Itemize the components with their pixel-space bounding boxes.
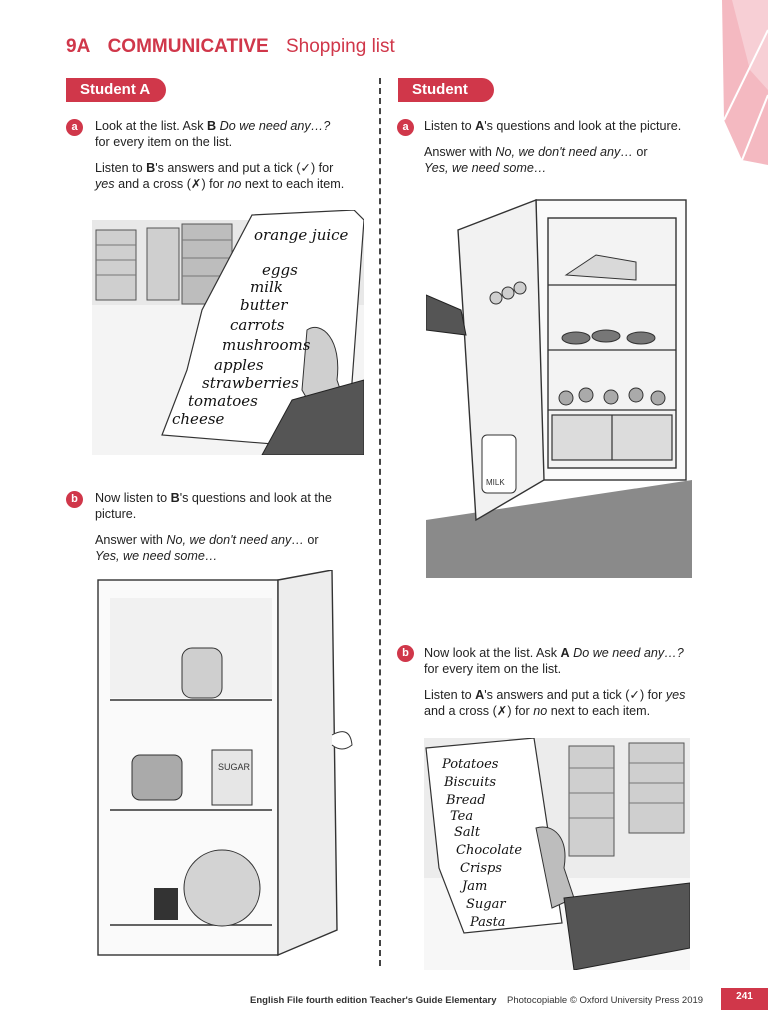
- list-item: strawberries: [202, 374, 299, 392]
- fridge-illustration: MILK: [426, 198, 692, 578]
- cheese: [564, 254, 637, 281]
- supermarket-list-illustration-b: PotatoesBiscuitsBreadTeaSaltChocolateCri…: [424, 738, 690, 970]
- list-item: Sugar: [466, 897, 506, 912]
- page-title: 9A COMMUNICATIVE Shopping list: [66, 36, 395, 58]
- sugar-label: SUGAR: [218, 762, 251, 772]
- list-item: mushrooms: [222, 336, 311, 354]
- corner-decoration: [722, 0, 768, 165]
- page-number: 241: [721, 988, 768, 1010]
- list-item: Salt: [454, 825, 481, 840]
- student-b-marker-a: a: [397, 119, 414, 136]
- student-a-marker-a: a: [66, 119, 83, 136]
- list-item: Pasta: [469, 915, 506, 930]
- cupboard-illustration: SUGAR: [97, 570, 353, 957]
- list-item: Potatoes: [441, 757, 499, 772]
- list-item: Bread: [445, 793, 486, 808]
- student-b-instructions-a: Listen to A's questions and look at the …: [424, 119, 682, 175]
- student-a-marker-b: b: [66, 491, 83, 508]
- unit-subtitle: Shopping list: [286, 36, 395, 57]
- unit-category: COMMUNICATIVE: [107, 36, 269, 57]
- list-item: eggs: [262, 261, 298, 279]
- student-b-instructions-b: Now look at the list. Ask A Do we need a…: [424, 646, 686, 718]
- sugar-bag: [211, 749, 253, 806]
- crisps-bag: [183, 849, 261, 927]
- list-item: Biscuits: [443, 775, 496, 790]
- milk-bottle: [481, 434, 517, 494]
- milk-label: MILK: [486, 478, 505, 487]
- unit-code: 9A: [66, 36, 91, 57]
- list-item: Chocolate: [456, 843, 522, 858]
- column-divider: [379, 78, 381, 966]
- list-item: Tea: [450, 809, 473, 824]
- list-item: carrots: [230, 316, 285, 334]
- biscuit-jar: [181, 647, 223, 699]
- list-item: apples: [214, 356, 264, 374]
- bread-loaf: [131, 754, 183, 801]
- list-item: milk: [250, 278, 283, 296]
- list-item: Crisps: [460, 861, 502, 876]
- list-item: butter: [240, 296, 288, 314]
- list-item: cheese: [172, 410, 225, 428]
- list-item: tomatoes: [188, 392, 258, 410]
- list-item: Jam: [459, 879, 487, 894]
- student-a-instructions-b: Now listen to B's questions and look at …: [95, 491, 332, 563]
- footer-copyright: Photocopiable © Oxford University Press …: [507, 995, 704, 1006]
- student-b-marker-b: b: [397, 645, 414, 662]
- student-b-label: Student B: [398, 78, 494, 122]
- list-item: orange juice: [254, 226, 349, 244]
- footer-book-title: English File fourth edition Teacher's Gu…: [250, 995, 497, 1006]
- jam-jar: [154, 888, 178, 920]
- student-a-instructions-a: Look at the list. Ask B Do we need any…?…: [95, 119, 345, 191]
- student-a-label: Student A: [66, 78, 166, 102]
- shopping-list-paper-b: [425, 738, 563, 934]
